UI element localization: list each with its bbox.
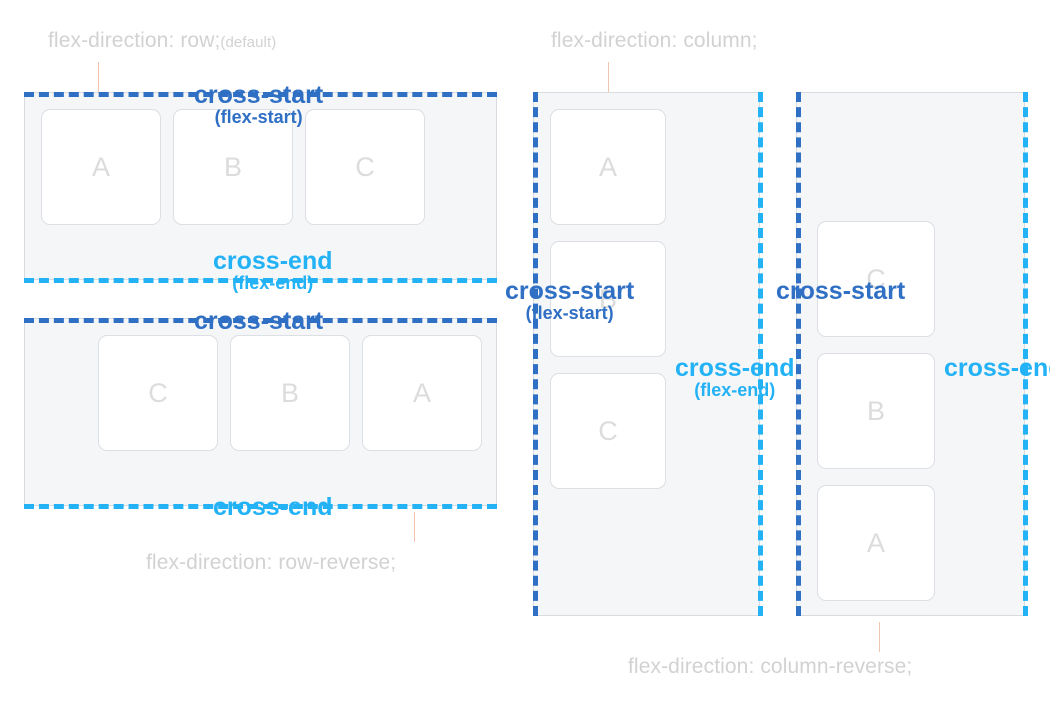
caption-row: flex-direction: row;(default) xyxy=(48,29,276,53)
caption-row-note: (default) xyxy=(220,34,277,51)
flex-item-label: A xyxy=(866,527,885,558)
cross-end-sub: (flex-end) xyxy=(232,273,314,294)
cross-start-edge-column-reverse xyxy=(796,92,801,616)
cross-end-label-column-reverse: cross-end xyxy=(944,354,1050,382)
flex-container-row: A B C xyxy=(24,92,497,280)
flex-item: A xyxy=(817,485,935,601)
leader-line-column-reverse xyxy=(879,622,880,652)
flex-item-label: C xyxy=(148,377,168,408)
flex-item-label: B xyxy=(866,395,885,426)
flex-item: B xyxy=(230,335,350,451)
cross-end-edge-row xyxy=(24,278,497,283)
flex-item-label: B xyxy=(598,283,617,314)
flex-item: C xyxy=(305,109,425,225)
flex-item-label: B xyxy=(223,151,242,182)
cross-start-edge-row xyxy=(24,92,497,97)
cross-start-edge-row-reverse xyxy=(24,318,497,323)
cross-end-main: cross-end xyxy=(213,247,333,275)
cross-end-label-row: cross-end (flex-end) xyxy=(213,248,332,293)
flex-item: B xyxy=(550,241,666,357)
flex-item-label: C xyxy=(866,263,886,294)
cross-end-main: cross-end xyxy=(675,354,795,382)
cross-start-label-column: cross-start (flex-start) xyxy=(505,278,634,323)
flex-item: B xyxy=(817,353,935,469)
leader-line-column xyxy=(608,62,609,92)
cross-end-edge-column xyxy=(758,92,763,616)
caption-column-text: flex-direction: column; xyxy=(551,29,758,52)
flex-container-column: A B C xyxy=(533,92,760,616)
cross-end-main: cross-end xyxy=(213,493,333,521)
flex-item-label: C xyxy=(598,415,618,446)
leader-line-row-reverse xyxy=(414,512,415,542)
caption-row-reverse-text: flex-direction: row-reverse; xyxy=(146,551,397,574)
flex-item: C xyxy=(550,373,666,489)
cross-start-main: cross-start xyxy=(505,277,635,305)
cross-start-label-row-reverse: cross-start xyxy=(194,307,324,335)
cross-start-sub: (flex-start) xyxy=(214,107,303,128)
cross-end-main: cross-end xyxy=(944,354,1050,382)
caption-row-reverse: flex-direction: row-reverse; xyxy=(146,551,396,575)
cross-end-label-row-reverse: cross-end xyxy=(213,493,333,521)
cross-end-edge-column-reverse xyxy=(1023,92,1028,616)
flex-item: A xyxy=(362,335,482,451)
caption-column-reverse: flex-direction: column-reverse; xyxy=(628,655,912,679)
flex-item: A xyxy=(41,109,161,225)
leader-line-row xyxy=(98,62,99,92)
flex-container-row-reverse: C B A xyxy=(24,318,497,506)
cross-start-label-row: cross-start (flex-start) xyxy=(194,82,323,127)
cross-start-main: cross-start xyxy=(194,307,324,335)
caption-row-text: flex-direction: row; xyxy=(48,29,221,52)
caption-column-reverse-text: flex-direction: column-reverse; xyxy=(628,655,913,678)
flex-item-label: C xyxy=(355,151,375,182)
cross-start-main: cross-start xyxy=(776,277,906,305)
flex-item: C xyxy=(817,221,935,337)
flex-item-label: A xyxy=(598,151,617,182)
cross-end-edge-row-reverse xyxy=(24,504,497,509)
flex-item-label: A xyxy=(412,377,431,408)
flex-item: B xyxy=(173,109,293,225)
cross-start-edge-column xyxy=(533,92,538,616)
flex-item-label: A xyxy=(91,151,110,182)
flex-item: C xyxy=(98,335,218,451)
cross-start-label-column-reverse: cross-start xyxy=(776,277,906,305)
cross-end-label-column: cross-end (flex-end) xyxy=(675,355,794,400)
cross-end-sub: (flex-end) xyxy=(694,380,776,401)
flex-item: A xyxy=(550,109,666,225)
caption-column: flex-direction: column; xyxy=(551,29,758,53)
cross-start-main: cross-start xyxy=(194,81,324,109)
cross-start-sub: (flex-start) xyxy=(525,303,614,324)
flex-item-label: B xyxy=(280,377,299,408)
